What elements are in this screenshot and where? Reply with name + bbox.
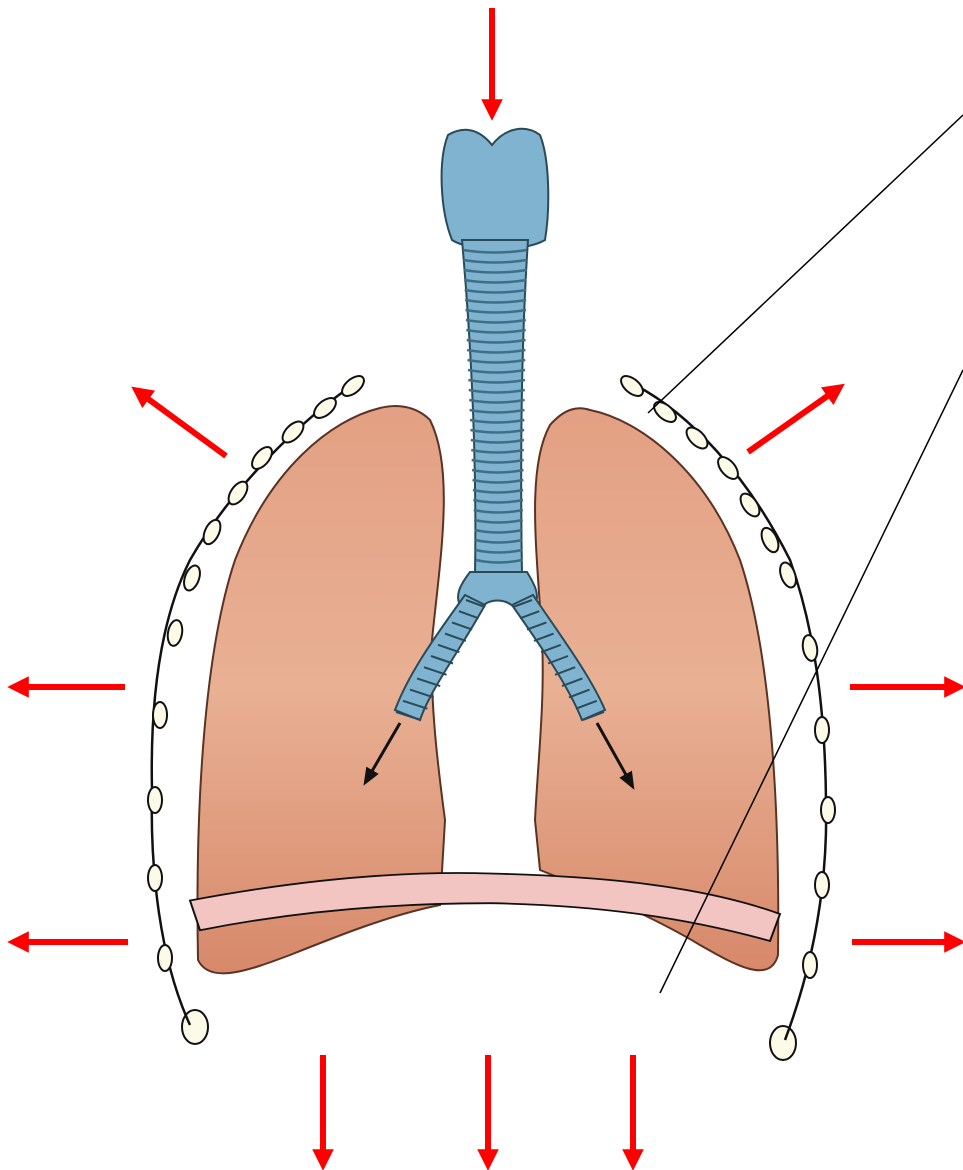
expansion-arrow-upper-left (140, 393, 226, 456)
rib-end-right (770, 1026, 796, 1060)
leader-line-ribs (648, 115, 963, 413)
expansion-arrow-upper-right (748, 390, 836, 452)
larynx (442, 129, 549, 249)
